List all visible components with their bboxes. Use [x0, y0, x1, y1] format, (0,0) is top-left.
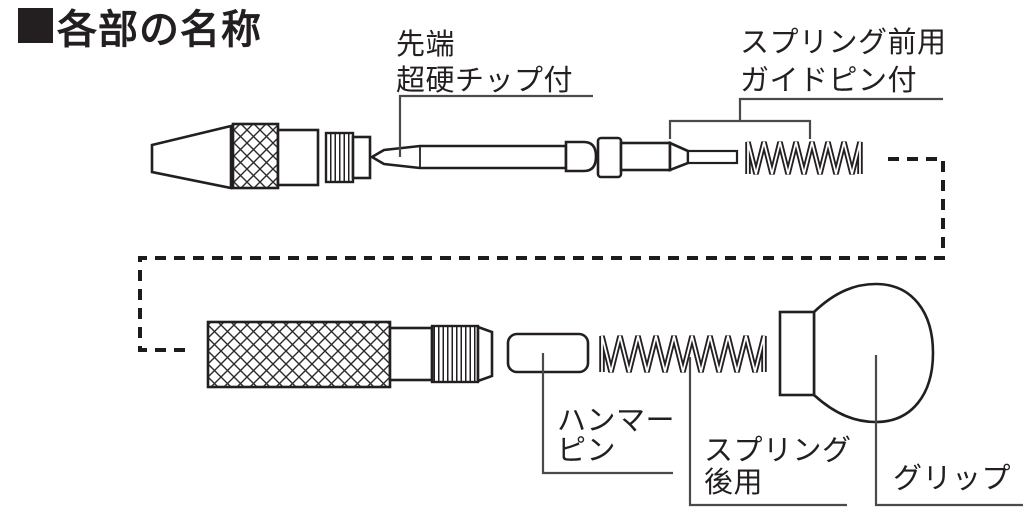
guide-pin-body [619, 141, 672, 172]
barrel-neck [388, 326, 434, 382]
punch-pin-head [564, 140, 598, 173]
front-spring-label-leader [738, 97, 943, 121]
title-square-marker [18, 8, 53, 43]
guide-pin-piece [596, 136, 739, 179]
barrel-thread-end-cap [476, 325, 494, 383]
grip [778, 282, 935, 424]
front-spring [745, 141, 863, 175]
guide-pin-rod [686, 149, 739, 165]
label-front-spring: スプリング前用 ガイドピン付 [740, 25, 947, 97]
page-title: 各部の名称 [57, 7, 262, 53]
rear-spring-coil-highlight [601, 335, 765, 373]
rear-spring [599, 335, 767, 373]
nose-threaded-section [324, 131, 355, 184]
leader-lines [398, 94, 1023, 507]
nose-knurled-ring [231, 122, 280, 190]
label-rear-spring-line2: 後用 [704, 465, 763, 499]
tip-label-leader [398, 94, 593, 157]
label-hammer-pin-line2: ピン [557, 433, 616, 467]
rear-spring-coil [599, 335, 767, 373]
nose-piece [150, 122, 372, 190]
barrel-body [206, 320, 494, 389]
label-rear-spring-line1: スプリング [704, 433, 852, 467]
grip-knob [812, 282, 935, 424]
label-tip: 先端 超硬チップ付 [396, 27, 573, 97]
grip-label-leader [874, 355, 1023, 507]
barrel-knurled-grip [206, 320, 392, 389]
nose-body [276, 128, 320, 187]
front-spring-coil-highlight [747, 141, 861, 175]
guide-pin-taper [668, 140, 690, 172]
assembly-order-dashed-connector [138, 157, 945, 352]
grip-ferrule [778, 310, 816, 397]
rear-spring-label-leader [688, 357, 847, 507]
part-labels: 先端 超硬チップ付 スプリング前用 ガイドピン付 ハンマー ピン スプリング 後… [396, 25, 1011, 499]
nose-end-collar [351, 135, 372, 180]
front-spring-bracket [668, 119, 812, 139]
upper-row [150, 122, 863, 190]
label-front-spring-line1: スプリング前用 [740, 25, 947, 59]
nose-cone [150, 124, 233, 190]
section-title: 各部の名称 [18, 7, 262, 53]
label-rear-spring: スプリング 後用 [704, 433, 852, 499]
punch-pin [369, 140, 598, 173]
lower-row [206, 282, 935, 424]
label-hammer-pin: ハンマー ピン [557, 403, 675, 467]
hammer-pin [506, 332, 590, 374]
label-tip-line2: 超硬チップ付 [396, 63, 573, 97]
label-hammer-pin-line1: ハンマー [557, 403, 675, 437]
label-front-spring-line2: ガイドピン付 [740, 63, 917, 97]
guide-pin-flange [596, 136, 623, 179]
hammer-pin-label-leader [541, 353, 673, 475]
label-grip: グリップ [893, 461, 1011, 495]
label-tip-line1: 先端 [396, 27, 455, 61]
barrel-threaded-section [430, 324, 480, 384]
label-grip-line1: グリップ [893, 461, 1011, 495]
